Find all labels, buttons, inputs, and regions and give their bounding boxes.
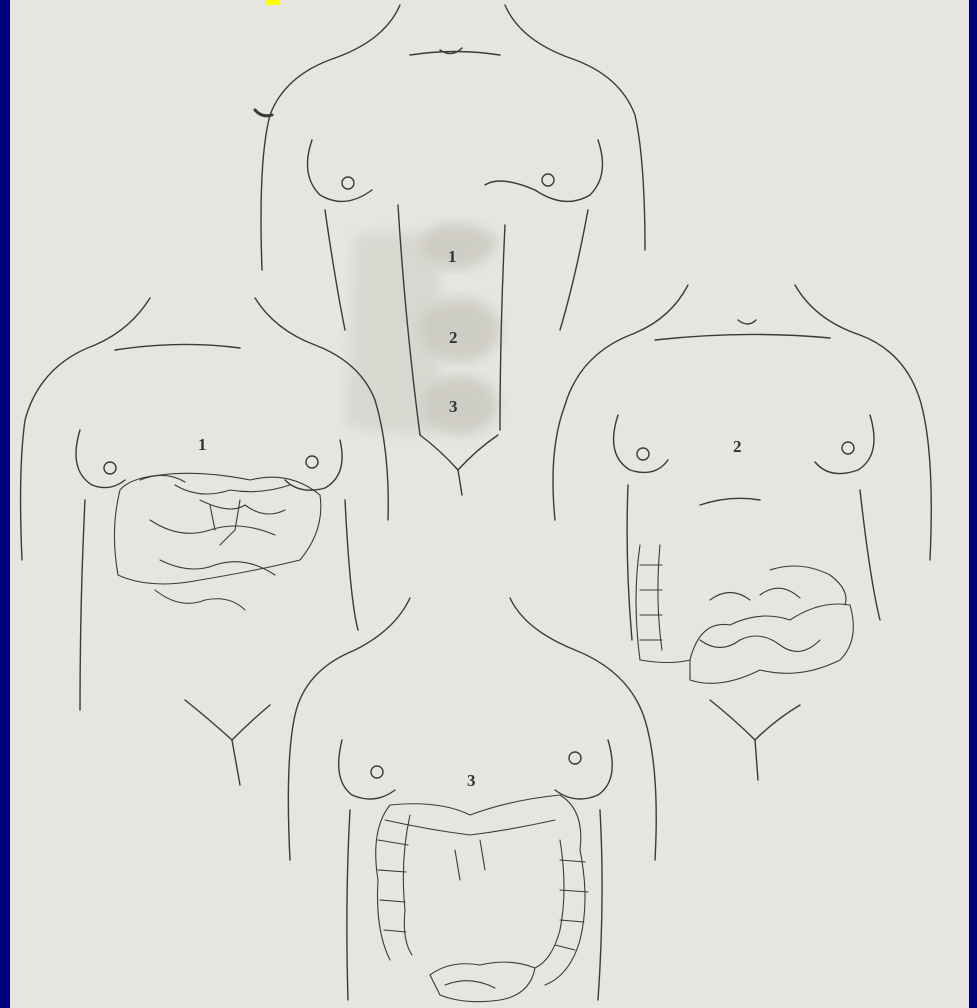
right-torso-figure (553, 285, 931, 780)
top-torso-region-3-label: 3 (449, 397, 458, 416)
top-torso-region-2-label: 2 (449, 328, 458, 347)
bottom-torso-colon (376, 795, 588, 1002)
right-torso-label: 2 (733, 437, 742, 456)
bottom-torso-label: 3 (467, 771, 476, 790)
top-torso-shading (345, 223, 500, 436)
top-torso-region-1-label: 1 (448, 247, 457, 266)
left-torso-label: 1 (198, 435, 207, 454)
left-torso-figure (21, 298, 389, 785)
bottom-torso-figure (288, 598, 656, 1002)
left-torso-organs (114, 473, 320, 610)
right-torso-intestines (636, 545, 853, 683)
